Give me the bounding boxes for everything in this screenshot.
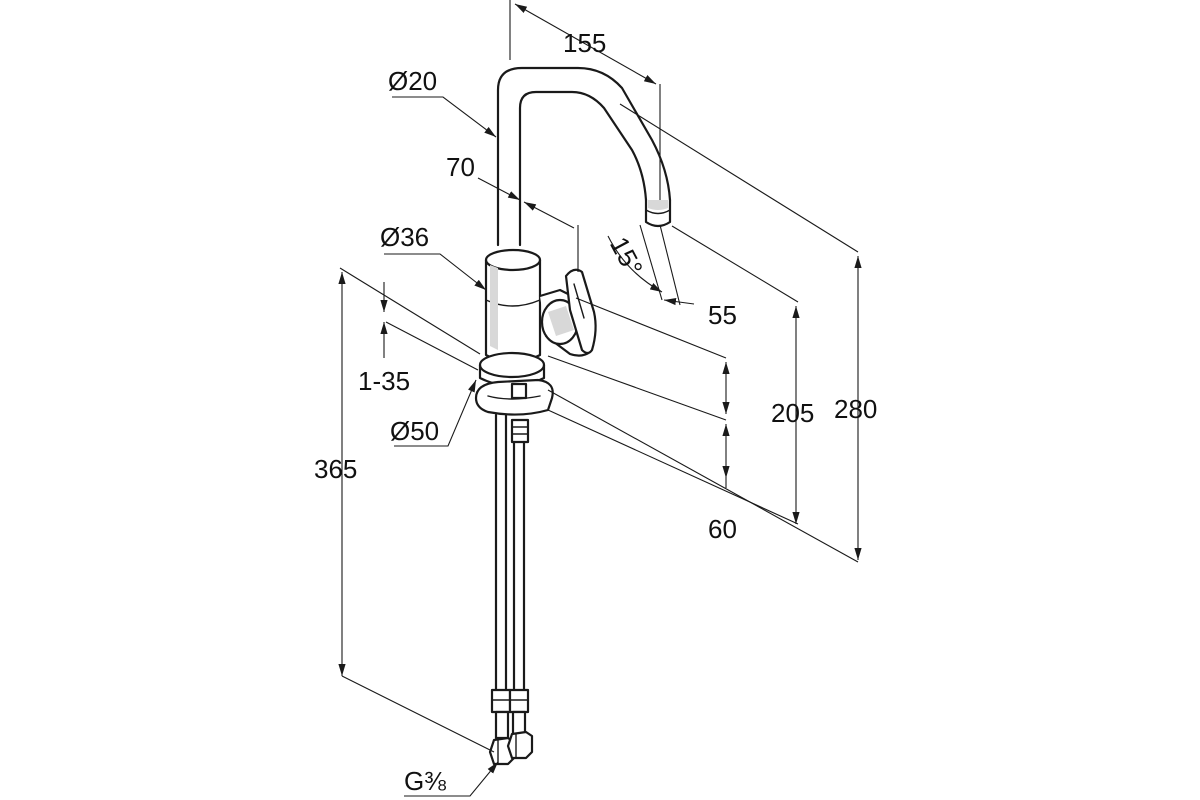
supply-hoses: [494, 413, 526, 692]
label-spout-width: 155: [563, 28, 606, 58]
base-rosette: [478, 351, 546, 388]
threaded-stud: [510, 418, 530, 444]
label-lever-height: 60: [708, 514, 737, 544]
label-deck-thickness: 1-35: [358, 366, 410, 396]
label-base-diameter: Ø50: [390, 416, 439, 446]
label-spout-height: 205: [771, 398, 814, 428]
hose-fittings: [488, 688, 534, 766]
label-spout-diameter: Ø20: [388, 66, 437, 96]
faucet: [474, 66, 672, 766]
dimension-lines: [338, 0, 862, 797]
spout: [496, 66, 672, 247]
mounting-bracket: [474, 378, 554, 416]
label-spray-angle: 15°: [604, 232, 649, 281]
lever-handle: [538, 268, 597, 357]
label-connection: G⅜: [404, 766, 446, 796]
dimension-labels: 155 Ø20 70 Ø36 15° 55 1-35 Ø50 205 280 3…: [314, 28, 877, 796]
label-spout-to-lever: 55: [708, 300, 737, 330]
faucet-body: [484, 248, 542, 364]
label-lever-offset: 70: [446, 152, 475, 182]
label-hose-length: 365: [314, 454, 357, 484]
label-total-height: 280: [834, 394, 877, 424]
label-body-diameter: Ø36: [380, 222, 429, 252]
